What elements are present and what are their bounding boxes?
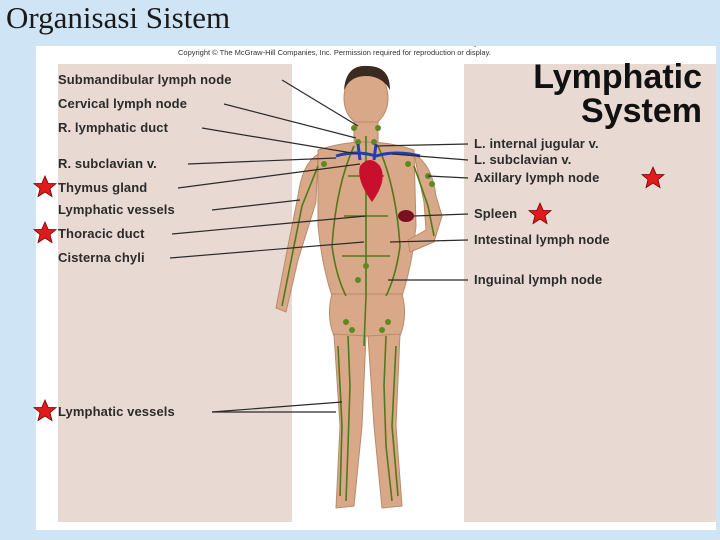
figure-title: Lymphatic System bbox=[512, 60, 702, 128]
label-thymus-gland: Thymus gland bbox=[58, 180, 147, 195]
label-lymphatic-vessels-lower: Lymphatic vessels bbox=[58, 404, 175, 419]
label-r-lymphatic-duct: R. lymphatic duct bbox=[58, 120, 168, 135]
label-intestinal-lymph-node: Intestinal lymph node bbox=[474, 232, 610, 247]
label-cisterna-chyli: Cisterna chyli bbox=[58, 250, 145, 265]
slide-title: Organisasi Sistem bbox=[6, 0, 230, 36]
label-r-subclavian-v: R. subclavian v. bbox=[58, 156, 157, 171]
lymphatic-figure: Copyright © The McGraw-Hill Companies, I… bbox=[36, 46, 716, 530]
spleen-shape bbox=[398, 210, 414, 222]
label-inguinal-lymph-node: Inguinal lymph node bbox=[474, 272, 602, 287]
label-lymphatic-vessels-upper: Lymphatic vessels bbox=[58, 202, 175, 217]
label-cervical-lymph-node: Cervical lymph node bbox=[58, 96, 187, 111]
label-l-internal-jugular-v: L. internal jugular v. bbox=[474, 136, 599, 151]
label-axillary-lymph-node: Axillary lymph node bbox=[474, 170, 599, 185]
human-body-silhouette bbox=[276, 66, 442, 508]
label-thoracic-duct: Thoracic duct bbox=[58, 226, 145, 241]
label-l-subclavian-v: L. subclavian v. bbox=[474, 152, 571, 167]
label-submandibular-lymph-node: Submandibular lymph node bbox=[58, 72, 232, 87]
copyright-notice: Copyright © The McGraw-Hill Companies, I… bbox=[178, 48, 491, 57]
label-spleen: Spleen bbox=[474, 206, 517, 221]
